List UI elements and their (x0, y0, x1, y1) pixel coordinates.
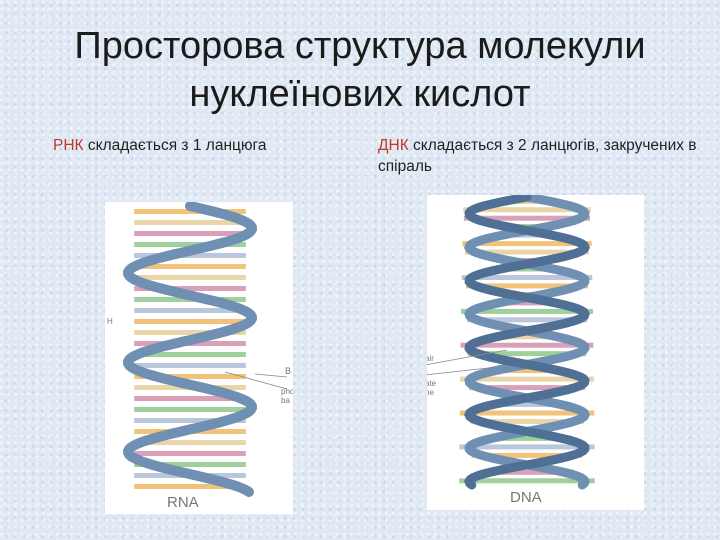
base-pair-bar (134, 231, 246, 236)
base-pair-bar (134, 407, 246, 412)
rna-pointer-label-3: ba (281, 396, 290, 405)
rna-pointer-label-2: pho (281, 387, 293, 396)
rna-side-label: H (107, 317, 113, 326)
dna-figure-label: DNA (510, 489, 542, 506)
dna-pointer-label-3: ate (427, 379, 437, 388)
base-pair-bar (134, 264, 246, 269)
dna-pointer-label-2: r (427, 370, 428, 379)
base-pair-bar (134, 451, 246, 456)
base-pair-bar (468, 351, 587, 357)
base-pair-bar (481, 435, 573, 441)
base-pair-bar (463, 207, 591, 213)
base-pair-bar (486, 334, 568, 340)
rna-helix-illustration: H B pho ba RNA (107, 202, 293, 511)
base-pair-bar (490, 266, 564, 272)
base-pair-bar (466, 317, 588, 323)
base-pair-bar (460, 376, 594, 382)
base-pair-bar (134, 418, 246, 423)
title-line-1: Просторова структура молекули (74, 25, 646, 67)
dna-description-text: складається з 2 ланцюгів, закручених в с… (378, 137, 697, 175)
base-pair-bar (471, 452, 583, 458)
base-pair-bar (483, 402, 571, 407)
base-pair-bar (469, 385, 585, 391)
rna-helix-figure: H B pho ba RNA (105, 202, 293, 514)
base-pair-bar (470, 419, 584, 424)
base-pair-bar (462, 241, 592, 247)
base-pair-bar (461, 308, 593, 314)
base-pair-bar (459, 478, 595, 484)
base-pair-bar (464, 249, 590, 255)
base-pair-bar (488, 300, 566, 306)
base-pair-bar (134, 330, 246, 335)
title-line-2: нуклеїнових кислот (189, 73, 531, 115)
base-pair-bar (134, 242, 246, 247)
page-title: Просторова структура молекули нуклеїнови… (0, 22, 720, 118)
base-pair-bar (485, 368, 569, 374)
base-pair-bar (134, 363, 246, 368)
base-pair-bar (134, 484, 246, 489)
base-pair-bar (134, 396, 246, 401)
base-pair-bar (461, 275, 593, 280)
base-pair-bar (134, 220, 246, 225)
base-pair-bar (459, 410, 595, 416)
dna-helix-illustration: air r ate ne DNA (427, 195, 595, 506)
dna-abbreviation: ДНК (378, 137, 409, 154)
helix-strand (123, 202, 257, 497)
dna-pointer-label-1: air (427, 354, 434, 363)
base-pair-bar (463, 215, 590, 221)
rna-abbreviation: РНК (53, 137, 84, 154)
base-pair-bar (459, 444, 595, 450)
base-pair-bar (134, 374, 246, 379)
base-pair-bar (479, 469, 574, 475)
base-pair-bar (134, 209, 246, 214)
base-pair-bar (465, 283, 589, 289)
base-pair-bar (134, 462, 246, 467)
base-pair-bar (134, 308, 246, 313)
base-pair-bar (134, 440, 246, 445)
rna-description-text: складається з 1 ланцюга (83, 137, 267, 154)
dna-helix-figure: air r ate ne DNA (427, 195, 644, 510)
dna-description: ДНК складається з 2 ланцюгів, закручених… (378, 135, 718, 177)
dna-pointer-label-4: ne (427, 388, 434, 397)
helix-strand (464, 195, 590, 490)
base-pair-bar (134, 352, 246, 357)
rna-description: РНК складається з 1 ланцюга (53, 135, 373, 156)
rna-figure-label: RNA (167, 494, 199, 511)
base-pair-bar (492, 232, 562, 238)
helix-strand (464, 195, 590, 490)
base-pair-bar (134, 275, 246, 280)
base-pair-bar (460, 342, 594, 348)
base-pair-bar (134, 286, 246, 291)
base-pair-bar (134, 319, 246, 324)
rna-pointer-label-1: B (285, 366, 291, 376)
